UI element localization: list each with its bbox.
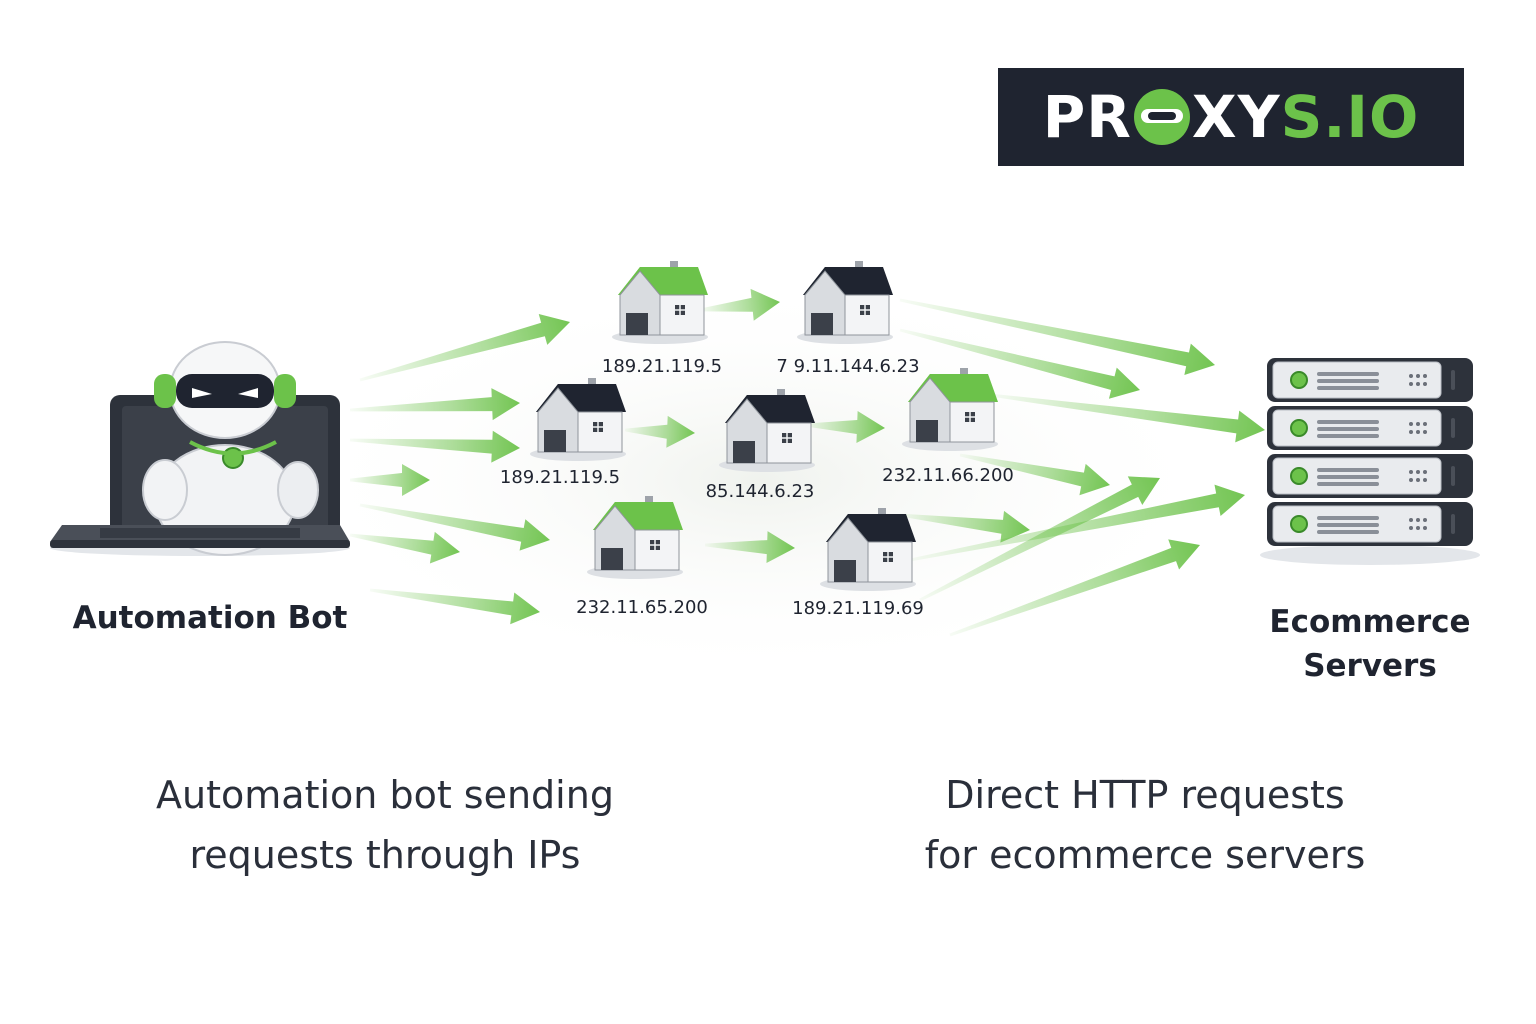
request-arrow <box>359 503 550 551</box>
ecommerce-servers-label: Ecommerce Servers <box>1230 600 1510 688</box>
server-unit <box>1267 406 1473 450</box>
request-arrow <box>349 531 460 564</box>
server-unit <box>1267 454 1473 498</box>
servers-label-line1: Ecommerce <box>1269 604 1471 640</box>
request-arrow <box>949 539 1200 637</box>
robot-at-laptop-icon <box>50 341 350 556</box>
request-arrow <box>959 453 1110 496</box>
ip-address-label: 189.21.119.5 <box>601 356 723 377</box>
request-arrow <box>804 410 885 443</box>
background-glow <box>290 280 1230 680</box>
request-arrow <box>369 588 540 625</box>
request-arrow <box>704 531 795 564</box>
right-caption-line2: for ecommerce servers <box>924 833 1366 877</box>
left-caption-line2: requests through IPs <box>189 833 581 877</box>
proxy-house <box>528 372 628 462</box>
proxy-house <box>900 362 1000 452</box>
request-arrow <box>899 328 1140 399</box>
ip-address-label: 232.11.65.200 <box>576 597 708 618</box>
request-arrow <box>359 314 570 382</box>
automation-bot-label: Automation Bot <box>72 600 348 636</box>
proxy-house <box>610 255 710 345</box>
house-icon <box>797 261 893 344</box>
proxy-house <box>818 502 918 592</box>
ip-address-label: 7 9.11.144.6.23 <box>776 356 920 377</box>
proxys-logo: PR XY S.IO <box>998 68 1464 166</box>
ip-address-label: 189.21.119.69 <box>792 598 924 619</box>
servers-label-line2: Servers <box>1303 648 1437 684</box>
house-icon <box>902 368 998 451</box>
server-unit <box>1267 502 1473 546</box>
ip-address-label: 85.144.6.23 <box>705 481 815 502</box>
request-arrow <box>699 288 780 321</box>
ip-address-label: 189.21.119.5 <box>499 467 621 488</box>
house-icon <box>612 261 708 344</box>
left-caption-line1: Automation bot sending <box>156 773 614 817</box>
request-arrow <box>349 430 520 463</box>
request-arrow <box>624 415 695 448</box>
request-arrow <box>899 510 1030 543</box>
right-caption-line1: Direct HTTP requests <box>945 773 1345 817</box>
server-unit <box>1267 358 1473 402</box>
proxy-house <box>585 490 685 580</box>
server-rack-icon <box>1260 358 1480 565</box>
arrow-group <box>349 288 1265 637</box>
house-icon <box>530 378 626 461</box>
logo-text-right: S.IO <box>1280 83 1420 151</box>
proxy-house <box>795 255 895 345</box>
request-arrow <box>919 476 1160 602</box>
logo-text-left: PR <box>1042 83 1132 151</box>
ip-address-label: 232.11.66.200 <box>882 465 1014 486</box>
house-icon <box>587 496 683 579</box>
left-caption: Automation bot sending requests through … <box>100 765 670 885</box>
proxy-house <box>717 383 817 473</box>
request-arrow <box>350 464 430 496</box>
logo-text-mid: XY <box>1191 83 1281 151</box>
house-icon <box>820 508 916 591</box>
mask-icon <box>1133 89 1190 145</box>
request-arrow <box>899 298 1215 376</box>
request-arrow <box>349 388 520 421</box>
house-icon <box>719 389 815 472</box>
right-caption: Direct HTTP requests for ecommerce serve… <box>880 765 1410 885</box>
request-arrow <box>989 393 1265 443</box>
